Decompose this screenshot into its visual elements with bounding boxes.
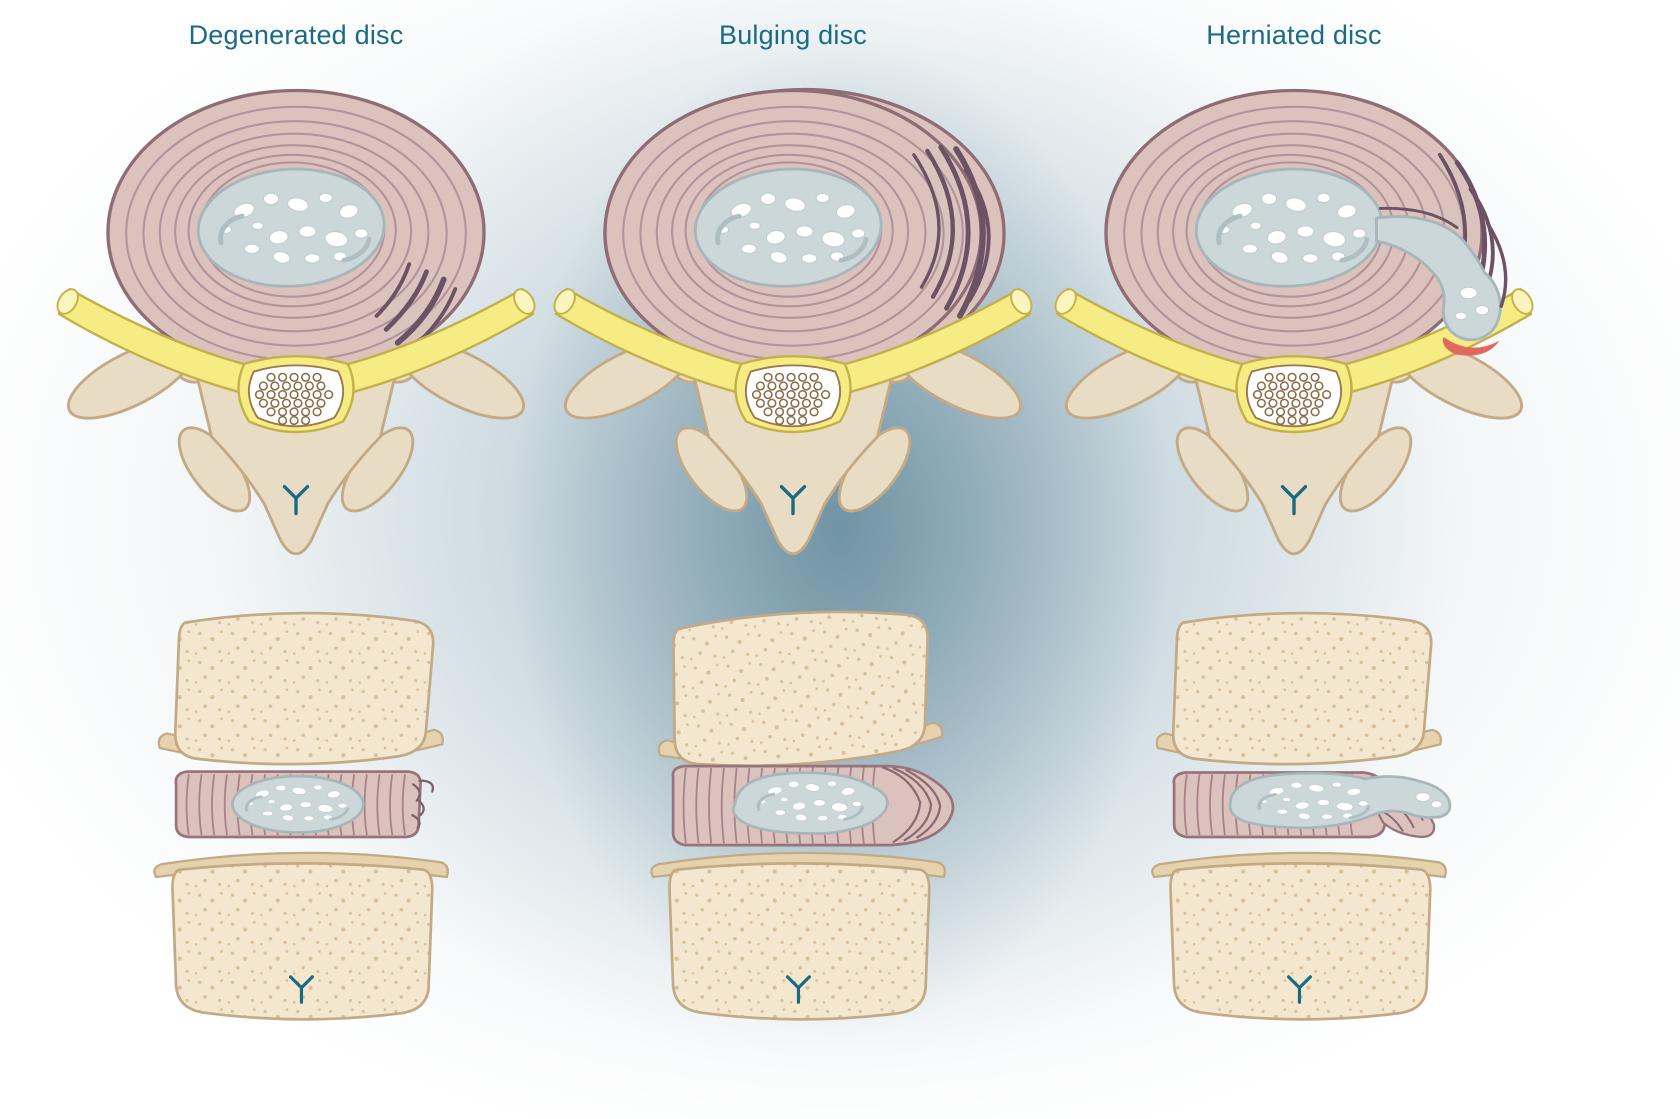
vertebral-body-top (1155, 611, 1443, 766)
disc-lateral (1172, 771, 1452, 839)
herniated-disc-lateral-view (1150, 611, 1452, 1021)
intervertebral-disc (605, 90, 981, 374)
bulging-disc-axial-view (553, 87, 1033, 556)
bulge-fold-lines (881, 765, 942, 844)
annulus-fissures (374, 262, 458, 351)
disc-collapse-cracks (411, 779, 434, 830)
vertebral-body-top (157, 611, 445, 766)
disc-lateral (174, 770, 434, 839)
panel-herniated: Herniated disc (1034, 0, 1554, 1035)
nucleus-pulposus (732, 771, 889, 835)
annulus-fissures (912, 144, 991, 319)
degenerated-disc-axial-view (56, 55, 536, 556)
bulging-disc-lateral-view (649, 604, 955, 1021)
panel-title-bulging: Bulging disc (719, 20, 867, 50)
degenerated-disc-lateral-view (152, 611, 450, 1021)
panel-title-herniated: Herniated disc (1206, 20, 1382, 50)
panel-degenerated: Degenerated disc (36, 0, 556, 1035)
nerve-irritation (1442, 337, 1500, 356)
panel-title-degenerated: Degenerated disc (188, 20, 404, 50)
vertebral-body-top (650, 604, 945, 773)
panel-bulging: Bulging disc (533, 0, 1053, 1035)
disc-lateral (671, 764, 955, 847)
herniation-extrusion (1375, 215, 1508, 342)
herniated-disc-axial-view (1054, 55, 1534, 556)
